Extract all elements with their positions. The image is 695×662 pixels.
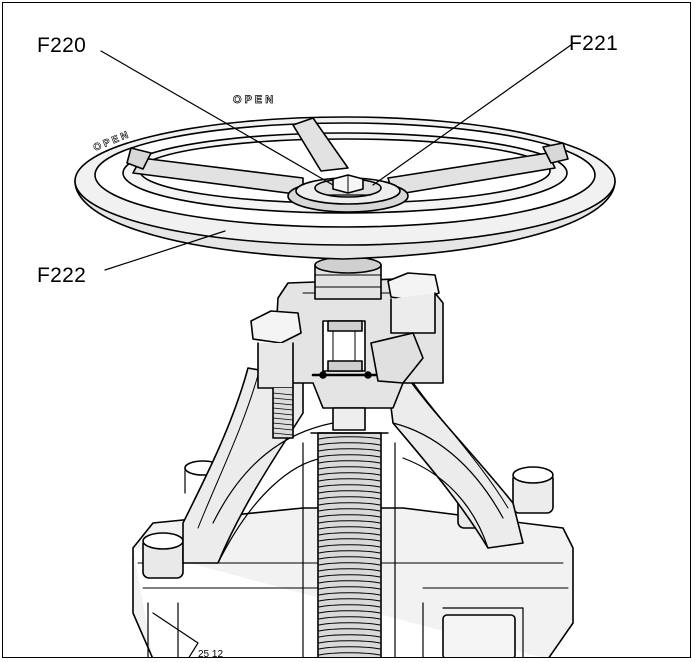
stem-thread: [318, 646, 381, 650]
stem-neck: [314, 256, 382, 300]
yoke: [182, 272, 524, 564]
stem-thread: [318, 604, 381, 608]
stem-thread: [318, 592, 381, 596]
stem-thread: [318, 652, 381, 656]
stem-thread: [318, 466, 381, 470]
leader-f220: [100, 50, 334, 186]
stem-thread: [318, 544, 381, 548]
callout-f220: F220: [37, 34, 87, 57]
stem-thread: [318, 550, 381, 554]
stem-thread: [318, 442, 381, 446]
stem-thread: [318, 520, 381, 524]
stem-thread: [318, 496, 381, 500]
stem-thread: [318, 484, 381, 488]
stem-thread: [318, 616, 381, 620]
svg-text:25 12: 25 12: [198, 649, 223, 658]
stem-thread: [318, 586, 381, 590]
stem-thread: [318, 502, 381, 506]
stem-thread: [318, 454, 381, 458]
rim-open-text: O P E N: [233, 94, 273, 106]
stem-thread: [318, 538, 381, 542]
stem-thread: [318, 598, 381, 602]
handwheel: O P E N O P E N: [74, 94, 616, 260]
stem-thread: [318, 460, 381, 464]
stem-thread: [318, 628, 381, 632]
stem-thread: [318, 610, 381, 614]
stem-thread: [318, 574, 381, 578]
stem-thread: [318, 562, 381, 566]
stem-thread: [318, 448, 381, 452]
callout-f221: F221: [569, 32, 619, 55]
stem-thread: [318, 556, 381, 560]
valve-handwheel-drawing: 25 12: [74, 44, 616, 658]
threaded-stem: [302, 407, 396, 657]
stem-thread: [318, 622, 381, 626]
stem-thread: [318, 514, 381, 518]
stem-thread: [318, 490, 381, 494]
stem-thread: [318, 532, 381, 536]
callout-leaders: [100, 44, 572, 271]
stem-thread: [318, 508, 381, 512]
stem-thread: [318, 580, 381, 584]
callout-f222: F222: [37, 264, 87, 287]
stem-thread: [318, 436, 381, 440]
stem-thread: [318, 472, 381, 476]
stem-thread: [318, 640, 381, 644]
stem-thread: [318, 526, 381, 530]
stem-thread: [318, 478, 381, 482]
stem-thread: [318, 634, 381, 638]
leader-f222: [104, 230, 226, 271]
leader-f221: [372, 44, 572, 186]
stem-thread: [318, 568, 381, 572]
